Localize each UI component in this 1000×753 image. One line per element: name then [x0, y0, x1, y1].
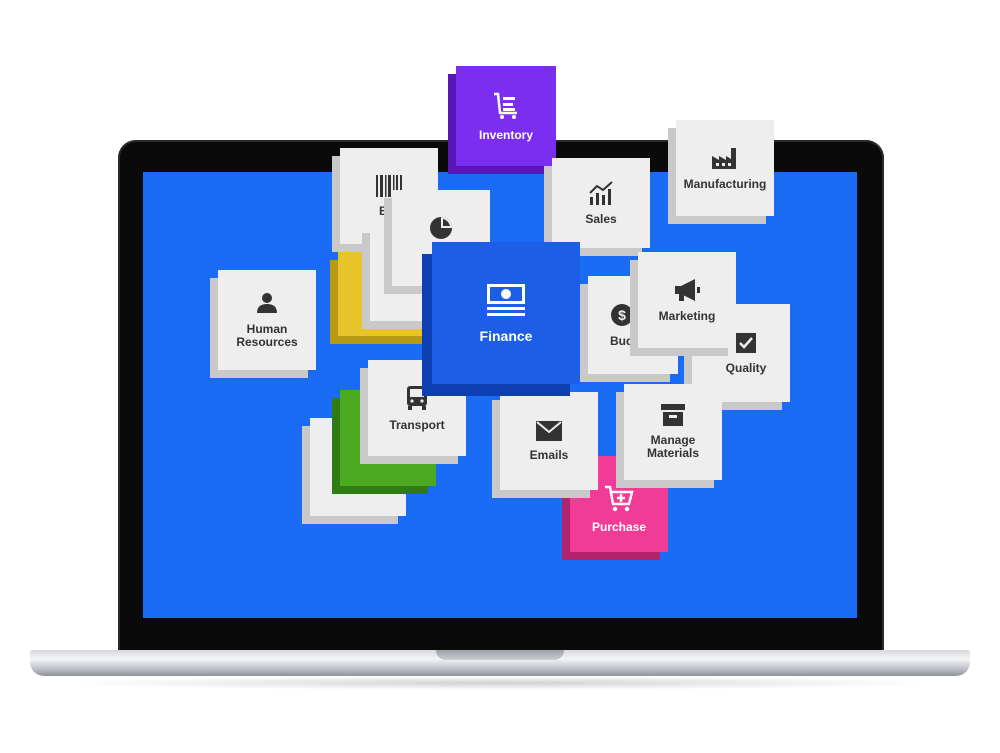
- pie-chart-icon: [429, 216, 453, 240]
- module-manage-materials[interactable]: Manage Materials: [624, 384, 722, 480]
- module-label: Sales: [585, 211, 617, 226]
- module-label: Purchase: [591, 519, 647, 534]
- module-inventory[interactable]: Inventory: [456, 66, 556, 166]
- cart-list-icon: [491, 91, 521, 121]
- module-label: Inventory: [478, 127, 533, 142]
- money-icon: [486, 283, 526, 317]
- megaphone-icon: [673, 278, 701, 302]
- factory-icon: [711, 146, 739, 170]
- module-label: Finance: [479, 327, 533, 344]
- module-label: Manufacturing: [683, 176, 767, 191]
- module-label: Transport: [389, 417, 445, 432]
- module-label: Human: [246, 322, 288, 337]
- person-icon: [255, 291, 279, 315]
- laptop-shadow: [60, 676, 940, 690]
- cart-plus-icon: [604, 485, 634, 513]
- module-emails[interactable]: Emails: [500, 392, 598, 490]
- module-finance[interactable]: Finance: [432, 242, 580, 384]
- envelope-icon: [536, 420, 562, 441]
- module-human-resources[interactable]: Human Resources: [218, 270, 316, 370]
- svg-text:$: $: [618, 307, 626, 323]
- module-label: Manage: [650, 433, 696, 448]
- chart-up-icon: [588, 180, 614, 205]
- module-label: Resources: [236, 335, 298, 349]
- archive-box-icon: [661, 404, 685, 427]
- module-marketing[interactable]: Marketing: [638, 252, 736, 348]
- module-label: Emails: [529, 447, 569, 462]
- bus-icon: [405, 385, 429, 411]
- barcode-icon: [376, 174, 402, 197]
- dollar-coin-icon: $: [610, 303, 634, 327]
- module-label: Materials: [646, 446, 700, 460]
- module-label: Budg: [610, 333, 641, 348]
- module-sales[interactable]: Sales: [552, 158, 650, 248]
- module-label: Marketing: [658, 308, 716, 323]
- module-manufacturing[interactable]: Manufacturing: [676, 120, 774, 216]
- module-label: Quality: [725, 360, 767, 375]
- laptop-notch: [436, 650, 564, 660]
- check-square-icon: [735, 332, 757, 354]
